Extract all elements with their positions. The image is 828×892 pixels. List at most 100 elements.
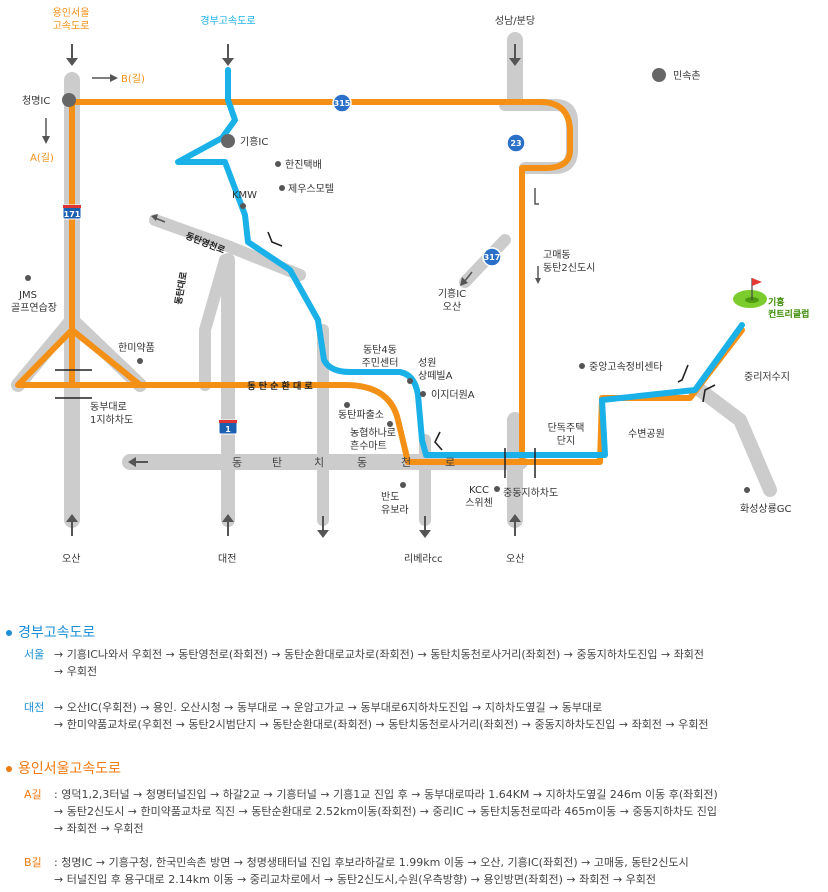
label-police: 동탄파출소 — [338, 409, 384, 421]
label-cheongmyeong-ic: 청명IC — [22, 95, 50, 107]
label-giheung-osan-1: 기흥IC — [438, 287, 466, 300]
arrow-up-daejeon — [222, 514, 234, 536]
label-dongtan4-2: 주민센터 — [362, 357, 399, 369]
label-yongin-seoul-2: 고속도로 — [53, 20, 90, 32]
label-hanjin: 한진택배 — [285, 159, 322, 171]
bullet-icon — [6, 630, 12, 636]
label-b-road: B(길) — [121, 72, 145, 85]
label-nonghyup-1: 농협하나로 — [350, 426, 396, 439]
section-yongin-title: 용인서울고속도로 — [18, 761, 122, 777]
label-daejeon: 대전 — [218, 553, 236, 565]
arrow-down-323 — [317, 516, 329, 538]
label-club-1: 기흥 — [768, 296, 785, 308]
direction-arrows — [42, 44, 541, 538]
label-osan-left: 오산 — [62, 553, 80, 565]
route-line: → 오산IC(우회전) → 용인. 오산시청 → 동부대로 → 운암고가교 → … — [54, 701, 603, 714]
route-line: → 우회전 — [54, 665, 98, 678]
label-gomaedong-1: 고매동 — [543, 249, 571, 261]
label-danok-1: 단독주택 — [548, 422, 585, 434]
label-kmw: KMW — [232, 190, 257, 201]
minsokchon-marker — [652, 68, 666, 82]
turn-marks — [267, 231, 716, 451]
label-jms-1: JMS — [18, 290, 37, 301]
section-yongin: 용인서울고속도로 — [6, 758, 121, 778]
route-key-b: B길 — [24, 856, 42, 869]
route-line: → 좌회전 → 우회전 — [54, 822, 144, 835]
label-jeju-motel: 제우스모텔 — [288, 183, 334, 195]
label-chidong-2: 탄 — [272, 456, 283, 469]
label-gomaedong-2: 동탄2신도시 — [543, 262, 595, 274]
label-osan-right: 오산 — [506, 553, 524, 565]
label-riviera: 리베라cc — [404, 553, 443, 565]
route-171-shield: 171 — [62, 204, 82, 220]
gray-roads — [11, 32, 777, 528]
golf-club-icon — [733, 278, 767, 308]
route-315-shield: 315 — [332, 93, 352, 113]
label-hwaseong-gc: 화성상룡GC — [740, 503, 792, 515]
blue-route — [175, 67, 745, 458]
location-map: 315 23 317 171 1 용인서울 고속도로 경부고속도로 성남/분당 … — [11, 7, 809, 565]
label-jms-2: 골프연습장 — [11, 302, 57, 314]
route-317-shield: 317 — [482, 247, 502, 267]
arrow-down-a — [42, 118, 50, 144]
label-dongtan4-1: 동탄4동 — [363, 344, 397, 356]
label-giheung-ic: 기흥IC — [240, 135, 268, 148]
arrow-down-gomaedong — [535, 266, 541, 284]
label-seongwon-2: 상떼빌A — [418, 370, 453, 382]
route-line: → 한미약품교차로(우회전 → 동탄2시범단지 → 동탄순환대로(좌회전) → … — [54, 718, 709, 731]
section-gyeongbu: 경부고속도로 — [6, 622, 95, 642]
svg-text:1: 1 — [225, 425, 231, 434]
place-dots — [25, 161, 750, 493]
label-club-2: 컨트리클럽 — [768, 308, 809, 320]
arrow-down-riviera — [419, 516, 431, 538]
route-23-shield: 23 — [506, 133, 526, 153]
arrow-down-yongin — [66, 44, 78, 66]
label-a-road: A(길) — [30, 151, 54, 164]
bullet-icon — [6, 766, 12, 772]
orange-route — [15, 99, 745, 465]
svg-text:315: 315 — [334, 99, 351, 108]
svg-text:171: 171 — [64, 210, 81, 219]
route-line: → 기흥IC나와서 우회전 → 동탄영천로(좌회전) → 동탄순환대로교차로(좌… — [54, 648, 705, 661]
label-bando-2: 유보라 — [381, 504, 409, 516]
route-line: → 터널진입 후 용구대로 2.14km 이동 → 중리교차로에서 → 동탄2신… — [54, 873, 657, 886]
label-chidong-4: 동 — [357, 456, 368, 469]
arrow-down-seongnam — [509, 44, 521, 66]
arrow-diag-yeongcheon — [151, 214, 166, 223]
route-1-shield: 1 — [218, 419, 238, 435]
label-suwon-park: 수변공원 — [628, 428, 665, 440]
label-dongtan-daero: 동탄대로 — [172, 270, 190, 305]
cheongmyeong-ic-marker — [62, 93, 76, 107]
label-dongbu-underpass-1: 동부대로 — [90, 401, 127, 413]
label-kcc-2: 스위첸 — [465, 496, 493, 509]
label-seongnam: 성남/분당 — [495, 15, 535, 27]
label-nonghyup-2: 흔수마트 — [350, 439, 387, 452]
label-jungdong: 중동지하차도 — [503, 486, 558, 499]
route-key-daejeon: 대전 — [24, 701, 45, 714]
route-key-a: A길 — [24, 788, 42, 801]
svg-text:317: 317 — [484, 253, 501, 262]
arrow-down-loop — [534, 188, 539, 205]
arrow-diag-osan — [460, 271, 473, 286]
arrow-up-osan-right — [509, 514, 521, 536]
label-yongin-seoul-1: 용인서울 — [53, 7, 90, 19]
label-chidong-6: 로 — [445, 456, 456, 469]
label-bando-1: 반도 — [381, 491, 399, 503]
label-danok-2: 단지 — [557, 435, 575, 447]
label-gyeongbu: 경부고속도로 — [200, 14, 255, 27]
label-jungni-reservoir: 중리저수지 — [744, 371, 790, 383]
arrow-left-chidong — [128, 457, 148, 467]
label-chidong-3: 치 — [314, 456, 325, 469]
arrow-down-gyeongbu — [222, 44, 234, 66]
giheung-ic-marker — [221, 134, 235, 148]
label-ijideo: 이지더원A — [431, 389, 475, 401]
svg-text:23: 23 — [510, 139, 521, 148]
label-chidong-1: 동 — [232, 456, 243, 469]
label-hanmi: 한미약품 — [118, 342, 155, 354]
section-gyeongbu-title: 경부고속도로 — [18, 625, 96, 641]
label-seongwon-1: 성원 — [418, 357, 436, 369]
label-kcc-1: KCC — [469, 485, 489, 496]
arrow-right-b — [92, 74, 118, 82]
route-key-seoul: 서울 — [24, 648, 45, 661]
route-line: : 영덕1,2,3터널 → 청명터널진입 → 하갈2교 → 기흥터널 → 기흥1… — [54, 788, 718, 801]
